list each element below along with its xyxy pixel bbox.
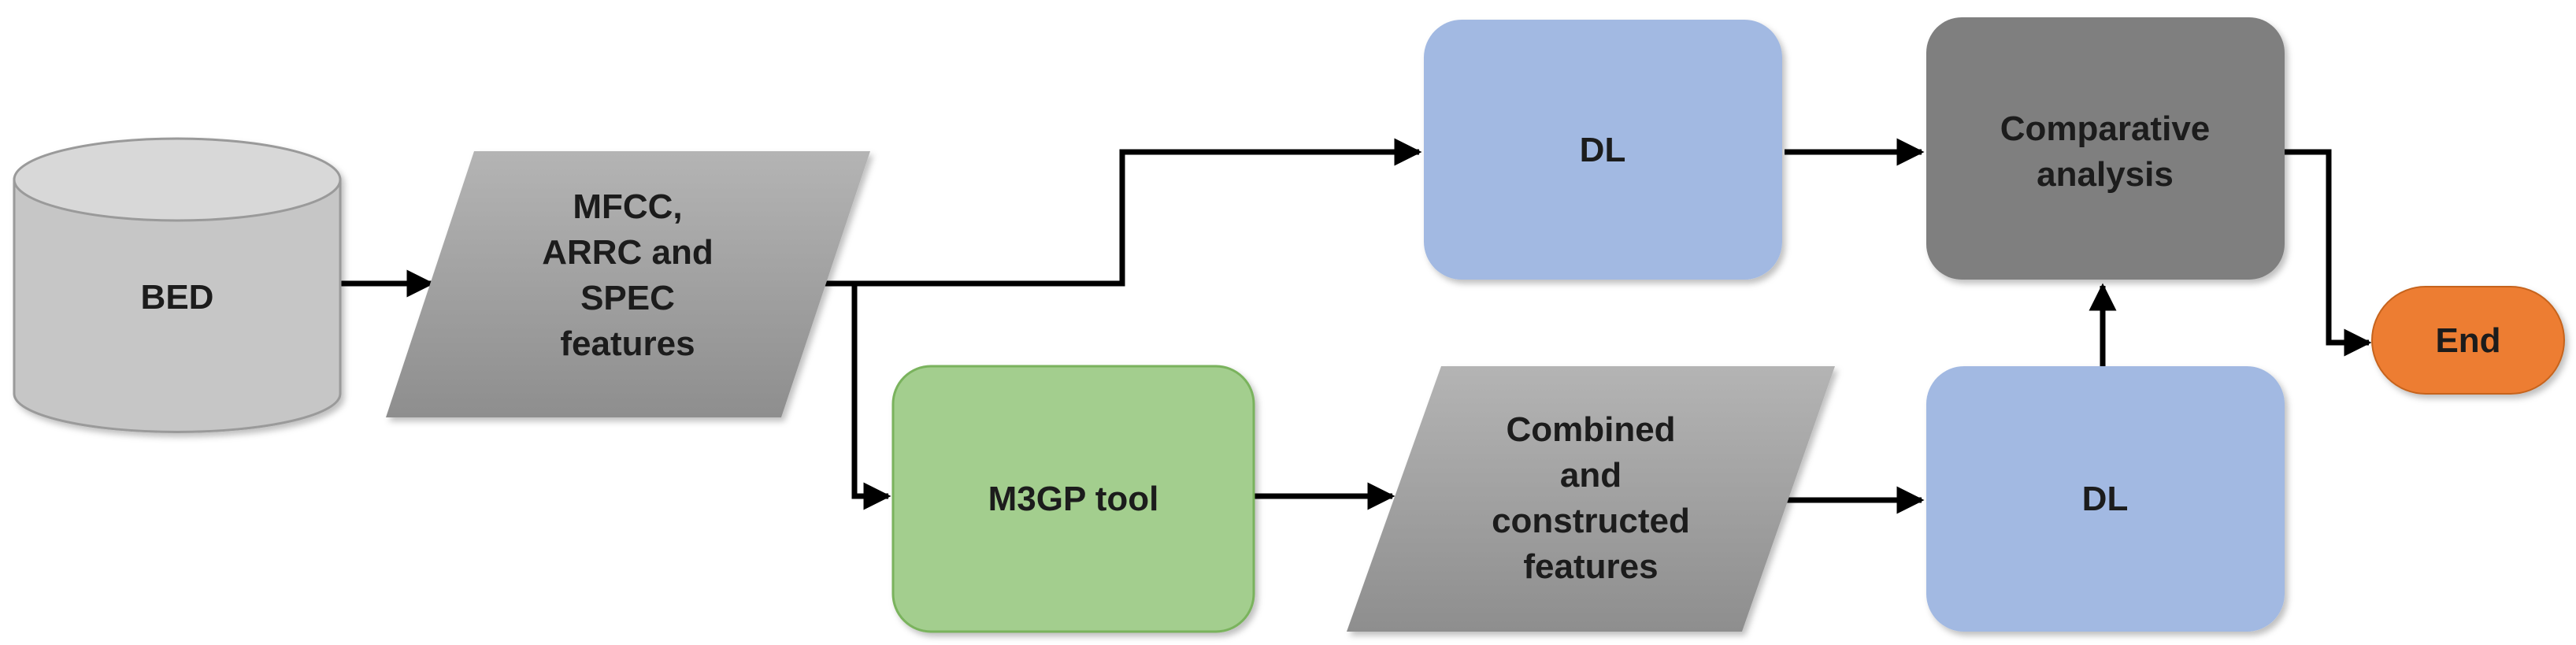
dl-bottom-box: DL — [1926, 366, 2285, 632]
features_in-label-line: features — [560, 324, 695, 363]
comparative-label-line: analysis — [2037, 155, 2174, 194]
dl_top-label-line: DL — [1580, 131, 1626, 169]
end-shape — [2371, 286, 2565, 395]
m3gp-shape — [891, 365, 1255, 633]
m3gp-label: M3GP tool — [988, 480, 1159, 518]
dl-bottom-label: DL — [2082, 480, 2129, 518]
features_in-label-line: SPEC — [580, 279, 675, 317]
features-shape — [386, 151, 870, 417]
m3gp-tool-box: M3GP tool — [891, 365, 1255, 633]
combined-label-line: features — [1523, 547, 1658, 586]
bed-cylinder: BED — [13, 137, 342, 433]
dl-top-label: DL — [1580, 131, 1626, 169]
m3gp-label-line: M3GP tool — [988, 480, 1159, 518]
arrow-features-to-m3gp — [851, 284, 891, 510]
dl-top-shape — [1424, 20, 1782, 280]
combined-shape — [1347, 366, 1835, 632]
cylinder-top — [13, 137, 342, 222]
combined-label: Combined and constructed features — [1492, 410, 1690, 586]
connectors — [340, 138, 2372, 514]
end-label: End — [2435, 321, 2500, 360]
arrow-comparative-to-end — [2284, 149, 2372, 357]
cylinder-body — [13, 178, 342, 433]
combined-features-parallelogram: Combined and constructed features — [1347, 366, 1835, 632]
dl-bottom-shape — [1926, 366, 2285, 632]
combined-label-line: Combined — [1506, 410, 1675, 449]
end-label-line: End — [2435, 321, 2500, 360]
comparative-label: Comparative analysis — [2000, 109, 2211, 194]
comparative-shape — [1926, 17, 2285, 280]
arrow-features-to-dl-top — [821, 138, 1422, 287]
comparative-label-line: Comparative — [2000, 109, 2211, 148]
bed-label: BED — [141, 278, 214, 317]
comparative-analysis-box: Comparative analysis — [1926, 17, 2285, 280]
features_in-label-line: ARRC and — [542, 233, 713, 272]
end-terminal: End — [2371, 286, 2565, 395]
bed-label-line: BED — [141, 278, 214, 317]
combined-label-line: constructed — [1492, 502, 1690, 540]
features_in-label-line: MFCC, — [573, 187, 682, 226]
dl_bottom-label-line: DL — [2082, 480, 2129, 518]
dl-top-box: DL — [1424, 20, 1782, 280]
combined-label-line: and — [1560, 456, 1622, 495]
